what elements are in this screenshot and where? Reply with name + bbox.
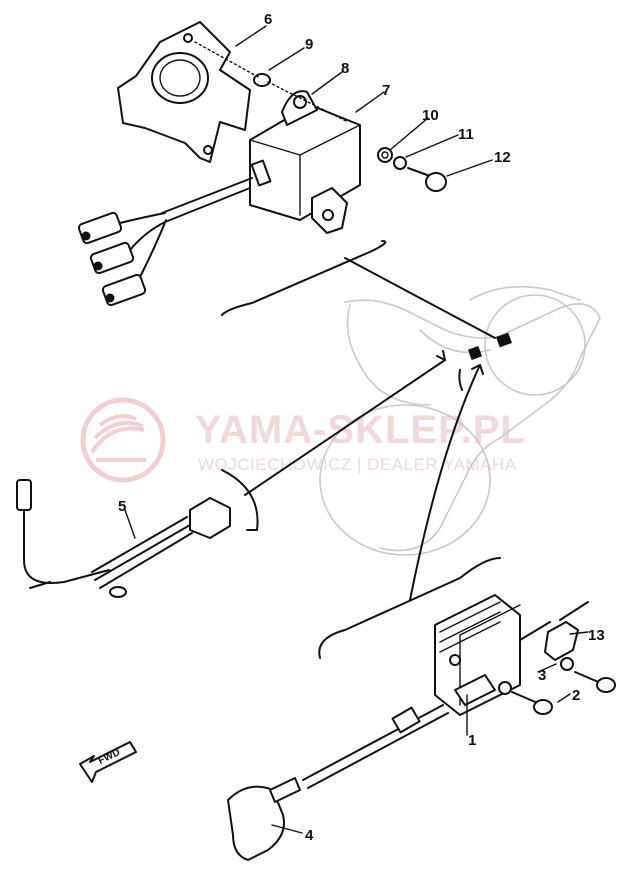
callout-7: 7 (382, 82, 390, 99)
callout-9: 9 (305, 36, 313, 53)
part-13-cap (519, 601, 589, 661)
part-10-washer (377, 147, 393, 163)
part-6-bracket (117, 21, 251, 163)
callout-3: 3 (538, 667, 546, 684)
pointer-cdi-group (318, 364, 501, 659)
callout-11: 11 (458, 126, 474, 143)
callout-8: 8 (341, 60, 349, 77)
part-3-washers (498, 657, 574, 695)
part-7-ignition-coil (249, 90, 361, 234)
callout-2: 2 (572, 687, 580, 704)
part-12-bolt (407, 167, 447, 192)
callout-13: 13 (588, 627, 605, 644)
watermark-title: YAMA-SKLEP.PL (195, 408, 526, 452)
watermark: YAMA-SKLEP.PL WOJCIECHOWICZ | DEALER YAM… (80, 397, 526, 483)
fwd-direction-marker: FWD (79, 741, 137, 783)
callout-1: 1 (468, 732, 476, 749)
part-2-bolts (511, 671, 616, 715)
callout-4: 4 (305, 827, 314, 844)
coil-wiring-harness (77, 177, 253, 307)
part-5-wire-harness (16, 479, 231, 598)
motorcycle-outline (319, 285, 601, 556)
callout-numbers: 1 2 3 4 5 6 7 8 9 10 11 12 13 (118, 11, 605, 844)
assembly-line-top (194, 41, 349, 123)
part-1-cdi-unit (434, 594, 521, 716)
callout-6: 6 (264, 11, 272, 28)
leader-lines-top (235, 25, 493, 177)
leader-lines-bottom (124, 509, 589, 834)
pointer-harness (221, 345, 483, 531)
callout-10: 10 (422, 107, 439, 124)
callout-12: 12 (494, 149, 511, 166)
watermark-subtitle: WOJCIECHOWICZ | DEALER YAMAHA (198, 455, 517, 474)
pointer-top-group (221, 240, 512, 348)
part-11-lock-washer (393, 156, 407, 170)
watermark-logo (80, 397, 166, 483)
callout-5: 5 (118, 498, 126, 515)
part-4-plug-cap (227, 704, 449, 861)
